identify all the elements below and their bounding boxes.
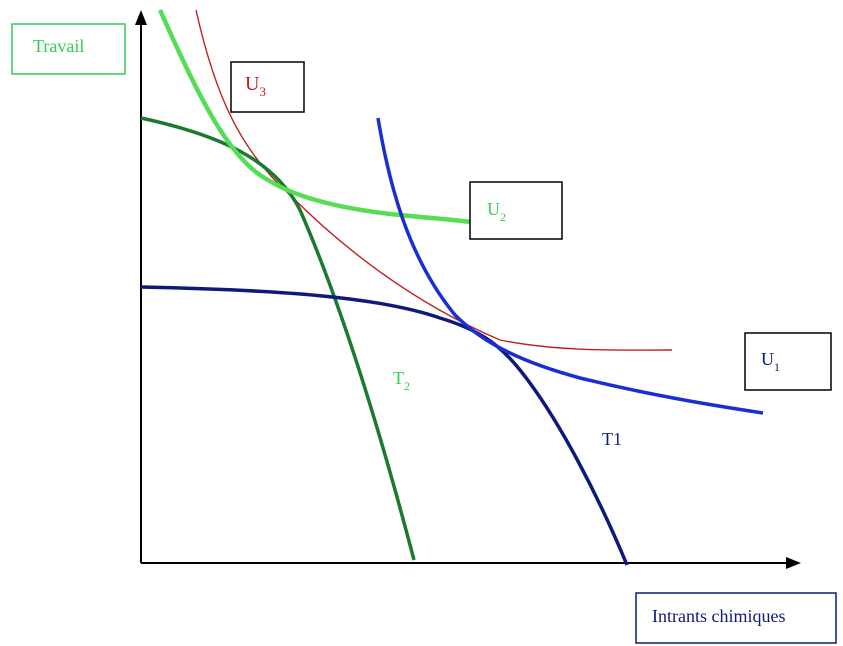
u1-label: U1 [761, 349, 780, 374]
u3-label-base: U [245, 73, 260, 95]
u1-label-sub: 1 [774, 360, 780, 374]
x-axis-label-box: Intrants chimiques [635, 592, 837, 644]
u3-label-box: U3 [230, 61, 305, 113]
curve-u1 [376, 117, 764, 415]
y-axis-arrowhead [135, 10, 147, 25]
t2-label-base: T [393, 368, 404, 388]
u2-label-box: U2 [469, 181, 563, 240]
t2-label: T2 [393, 368, 410, 393]
u1-label-base: U [761, 349, 774, 369]
u1-label-box: U1 [744, 332, 832, 391]
u3-label-sub: 3 [259, 84, 266, 99]
x-axis-arrowhead [786, 557, 801, 569]
u2-label: U2 [487, 199, 506, 224]
curve-t2 [140, 116, 416, 561]
x-axis-label-border [635, 592, 837, 644]
curve-t1 [140, 285, 629, 566]
y-axis-label-border [11, 23, 126, 75]
t1-label: T1 [602, 429, 622, 449]
axes [135, 10, 801, 569]
y-axis-label-box: Travail [11, 23, 126, 75]
u3-label-border [230, 61, 305, 113]
t2-label-sub: 2 [404, 379, 410, 393]
u1-label-border [744, 332, 832, 391]
u2-label-sub: 2 [500, 210, 506, 224]
u2-label-border [469, 181, 563, 240]
u2-label-base: U [487, 199, 500, 219]
u3-label: U3 [245, 73, 266, 99]
curve-u2 [157, 9, 471, 225]
x-axis-label: Intrants chimiques [652, 606, 785, 626]
curve-u3 [195, 9, 673, 351]
y-axis-label: Travail [33, 36, 84, 56]
